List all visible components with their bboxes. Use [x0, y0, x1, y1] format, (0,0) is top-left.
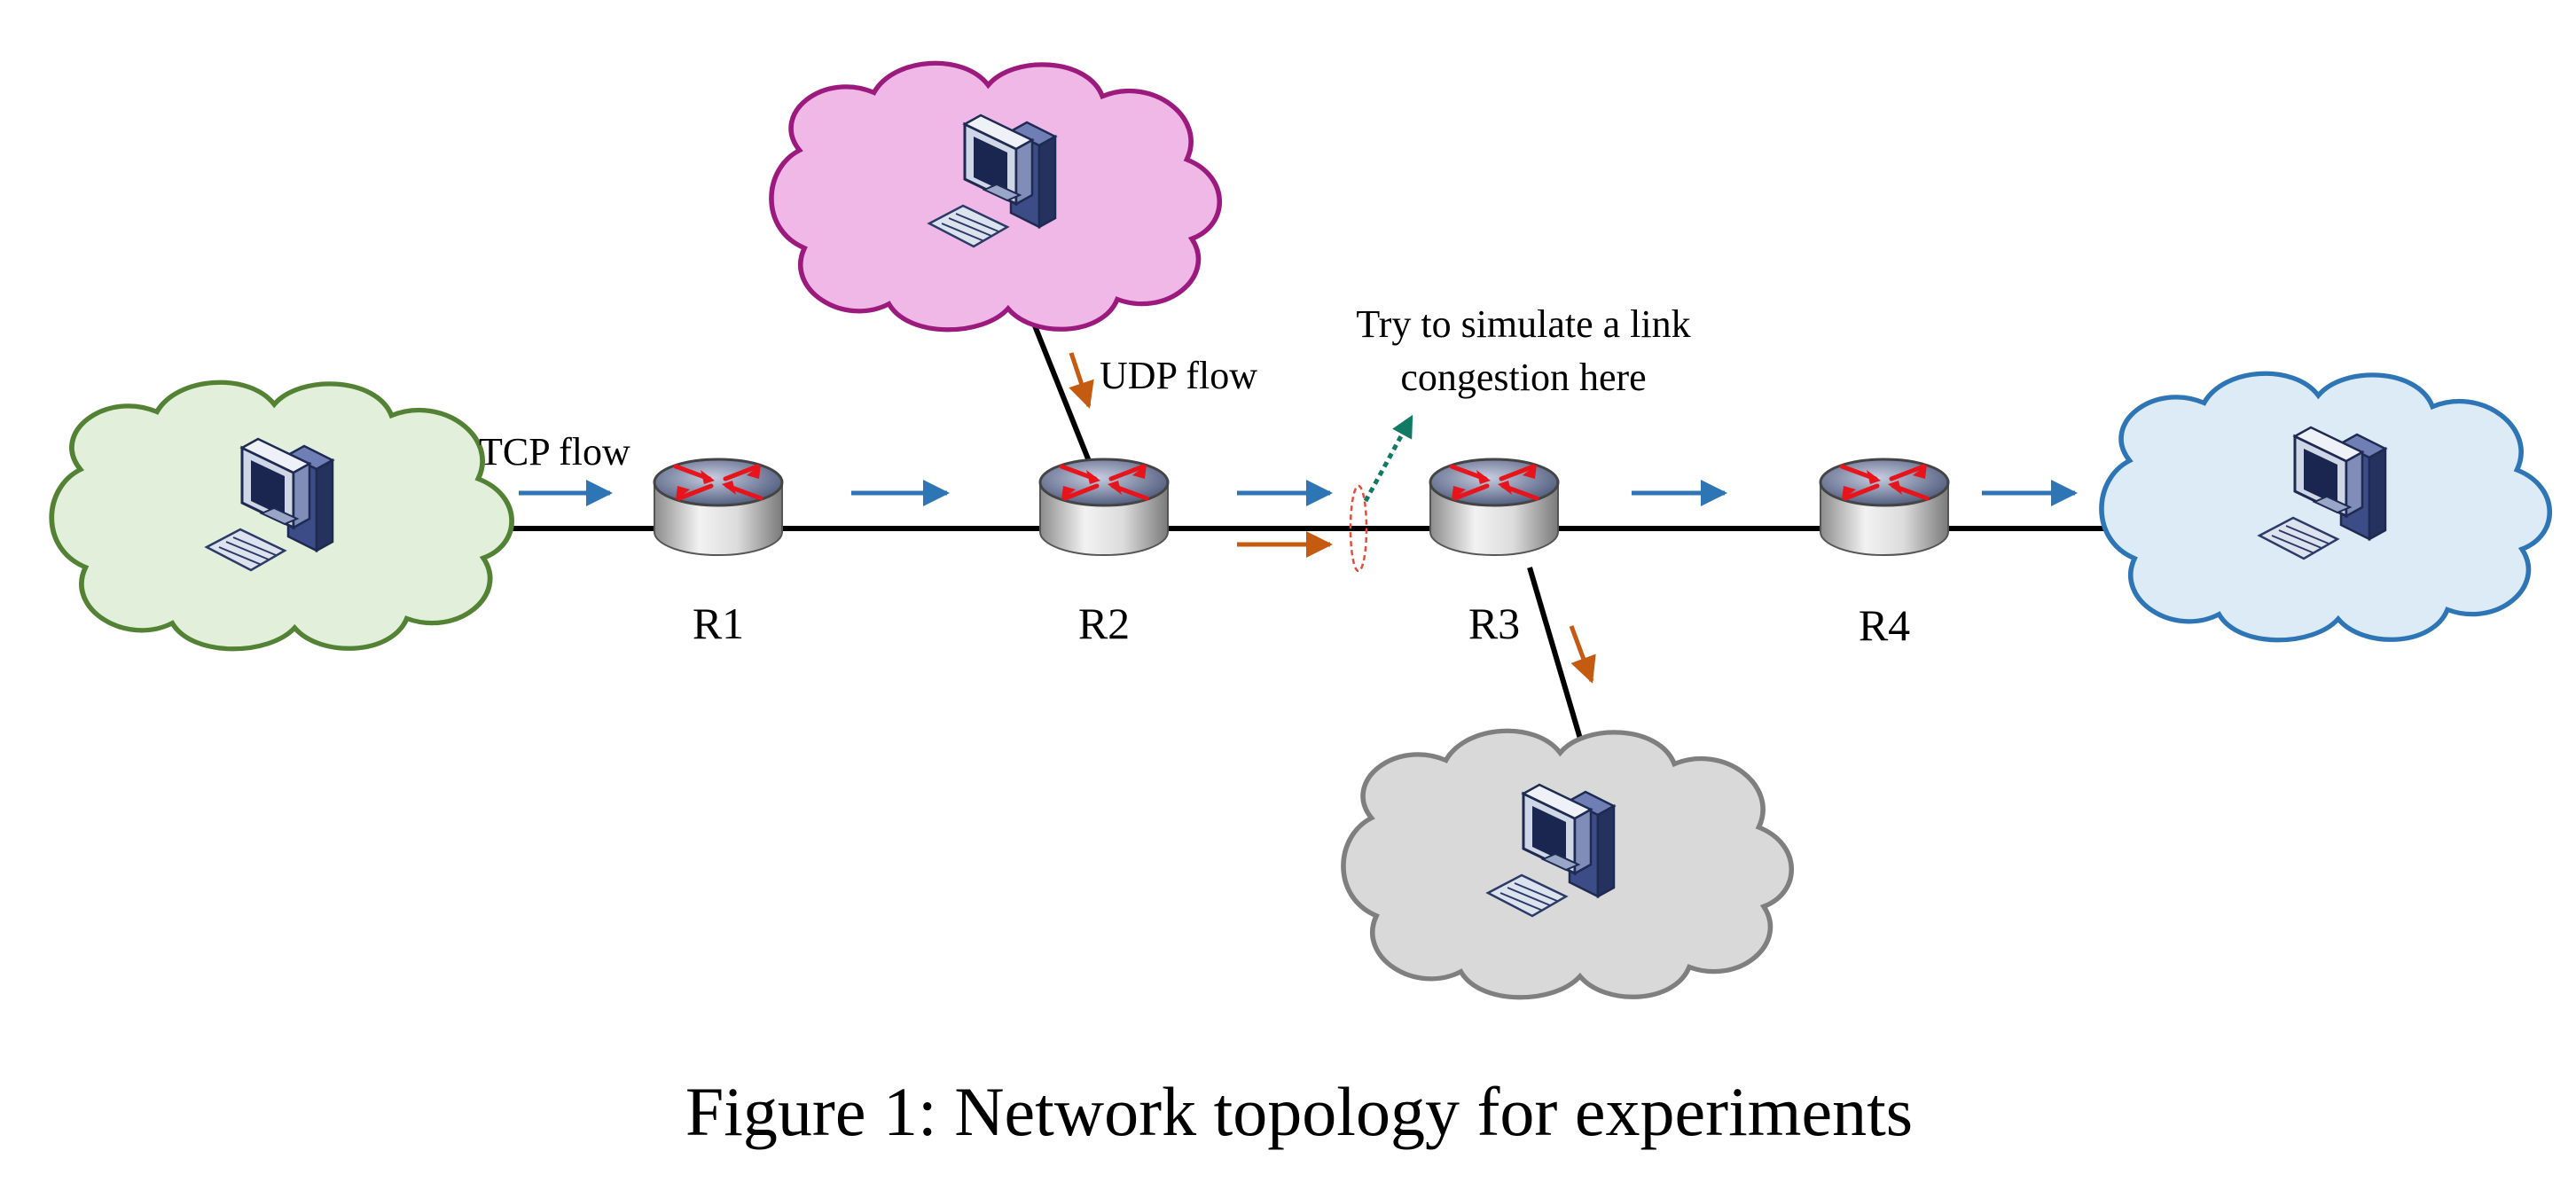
- router-label-r3: R3: [1468, 599, 1520, 648]
- router-icon: [654, 459, 782, 555]
- router-icon: [1040, 459, 1168, 555]
- router-icon: [1430, 459, 1558, 555]
- annotation-arrow: [1363, 414, 1414, 503]
- udp-flow-arrows: [1069, 352, 1596, 684]
- router-label-r2: R2: [1078, 599, 1130, 648]
- udp-arrow: [1569, 625, 1596, 684]
- tcp-flow-label: TCP flow: [479, 430, 630, 474]
- figure-caption: Figure 1: Network topology for experimen…: [685, 1073, 1913, 1150]
- udp-flow-label: UDP flow: [1100, 354, 1257, 397]
- router-label-r4: R4: [1859, 600, 1910, 650]
- udp-arrow: [1069, 352, 1094, 409]
- link-r3-gray: [1527, 567, 1590, 763]
- links: [474, 309, 2128, 763]
- router-icon: [1820, 459, 1948, 555]
- router-label-r1: R1: [693, 599, 744, 648]
- annotation-line-1: Try to simulate a link: [1356, 302, 1690, 346]
- annotation-line-2: congestion here: [1400, 356, 1646, 399]
- congestion-marker: [1349, 484, 1368, 573]
- link-pink-r2: [1026, 309, 1092, 463]
- cloud-pink: [771, 63, 1219, 330]
